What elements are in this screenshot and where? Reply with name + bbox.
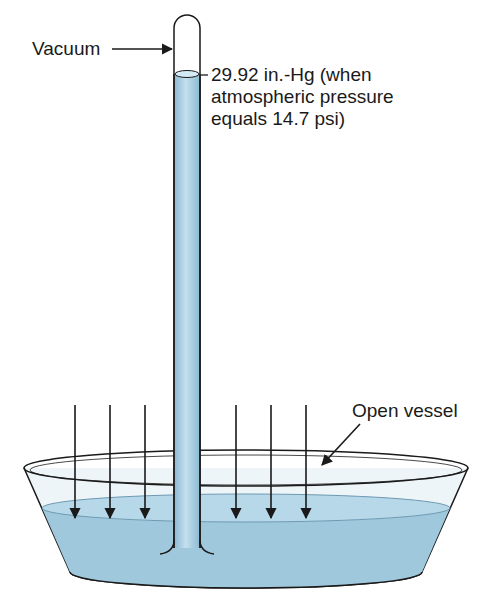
vessel-leader: [322, 424, 360, 465]
tube-flare: [160, 540, 214, 554]
vessel-label: Open vessel: [352, 400, 458, 422]
meniscus: [175, 71, 199, 78]
level-label: 29.92 in.-Hg (when atmospheric pressure …: [211, 64, 433, 130]
glass-tube: [174, 15, 200, 548]
vessel-rim: [24, 450, 468, 486]
fluid-surface: [42, 494, 450, 522]
pressure-arrows: [75, 405, 306, 518]
vacuum-leader: [112, 48, 172, 50]
mercury-column: [175, 74, 199, 548]
level-leader: [201, 74, 208, 75]
vacuum-label: Vacuum: [32, 38, 100, 60]
